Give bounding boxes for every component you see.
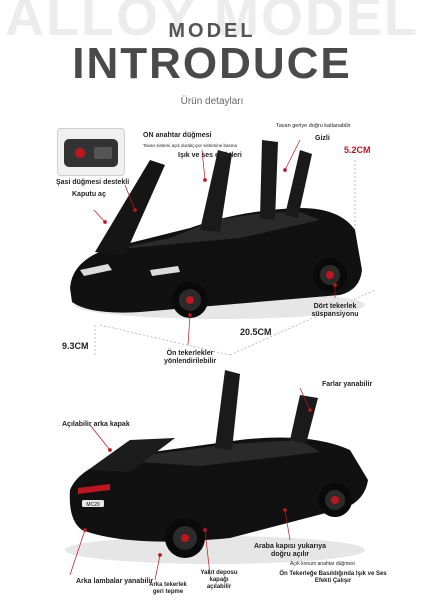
label-hidden: Gizli [315,135,330,142]
label-fuel-cap: Yakıt deposu kapağı açılabilir [200,570,238,590]
title-introduce: INTRODUCE [72,39,352,88]
subtitle: Ürün detayları [180,96,244,107]
label-door-up: Araba kapısı yukarıya doğru açılır [254,543,326,558]
label-rear-wheel: Arka tekerlek geri tepme [149,582,187,595]
ghost-headline: ALLOY MODEL [4,0,419,47]
label-roof-fold: Tavan geriye doğru katlanabilir [276,123,351,129]
chassis-inset [57,128,125,176]
label-chassis-button: Şasi düğmesi destekli [56,179,130,186]
dim-height: 5.2CM [344,145,371,155]
label-trunk-open: Açılabilir arka kapak [62,421,130,428]
plate-text: MC20 [86,502,100,508]
title-model: MODEL [168,20,256,42]
label-rear-suspension: Dört tekerlek süspansiyonu [311,303,359,318]
dim-width: 9.3CM [62,341,89,351]
label-tiny-note: Tavan sistemi açık durakçıyor sistemine … [143,143,238,148]
label-front-wheel-press: Ön Tekerleğe Basıldığında Işık ve Ses Ef… [279,571,387,584]
top-car-illustration [70,139,376,356]
label-front-steering: Ön tekerlekler yönlendirilebilir [163,350,217,365]
label-on-button: ON anahtar düğmesi [143,132,212,139]
label-key-switch: Açık konum anahtar düğmesi [290,561,355,567]
chassis-inset-graphic [64,139,118,167]
dim-length: 20.5CM [240,327,272,337]
bottom-car-illustration: MC20 [65,370,368,581]
label-headlights: Farlar yanabilir [322,381,373,388]
label-lights-sounds: Işık ve ses efektleri [178,152,242,159]
label-rear-lights: Arka lambalar yanabilir [76,578,154,585]
label-hood-open: Kaputu aç [72,191,106,198]
